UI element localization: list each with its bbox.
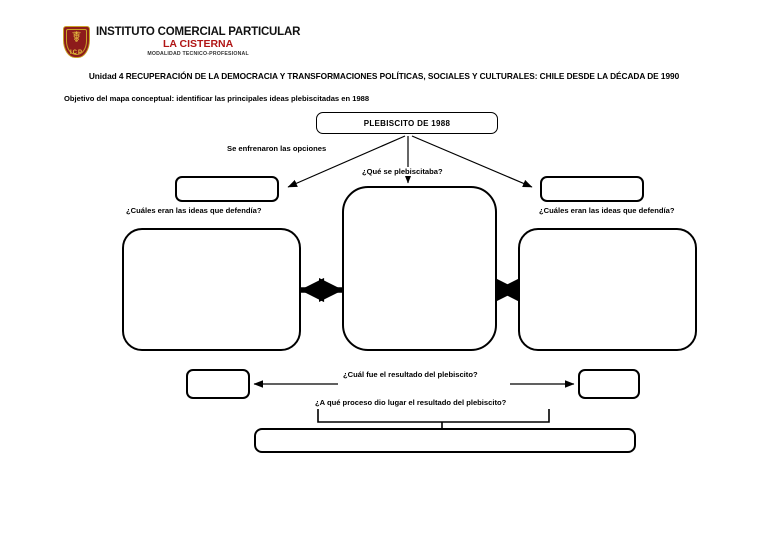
institution-modality: MODALIDAD TECNICO-PROFESIONAL (147, 51, 249, 57)
ideas-left-answer-box[interactable] (122, 228, 301, 351)
institution-name-campus: LA CISTERNA (163, 38, 234, 50)
label-resulting-process: ¿A qué proceso dio lugar el resultado de… (313, 398, 509, 407)
school-crest-logo: ☤ ICP (63, 26, 90, 58)
label-options-confronted: Se enfrenaron las opciones (225, 144, 329, 153)
institution-name-block: INSTITUTO COMERCIAL PARTICULAR LA CISTER… (96, 25, 300, 58)
root-concept-box[interactable]: PLEBISCITO DE 1988 (316, 112, 498, 134)
result-right-answer-box[interactable] (578, 369, 640, 399)
crest-inner-border (66, 29, 87, 55)
label-ideas-left: ¿Cuáles eran las ideas que defendía? (124, 206, 264, 215)
caduceus-icon: ☤ (71, 29, 82, 46)
center-topic-answer-box[interactable] (342, 186, 497, 351)
option-right-answer-box[interactable] (540, 176, 644, 202)
process-outcome-answer-box[interactable] (254, 428, 636, 453)
label-plebiscite-result: ¿Cuál fue el resultado del plebiscito? (341, 370, 480, 379)
ideas-right-answer-box[interactable] (518, 228, 697, 351)
objective-statement: Objetivo del mapa conceptual: identifica… (64, 94, 370, 103)
result-left-answer-box[interactable] (186, 369, 250, 399)
root-concept-label: PLEBISCITO DE 1988 (363, 118, 451, 128)
label-what-was-voted: ¿Qué se plebiscitaba? (360, 167, 445, 176)
bracket-process-to-bottom-box (317, 409, 550, 428)
arrow-root-to-right-option (411, 135, 533, 188)
crest-monogram: ICP (69, 50, 83, 56)
institution-letterhead: ☤ ICP INSTITUTO COMERCIAL PARTICULAR LA … (63, 25, 323, 65)
option-left-answer-box[interactable] (175, 176, 279, 202)
unit-title: Unidad 4 RECUPERACIÓN DE LA DEMOCRACIA Y… (88, 71, 680, 81)
institution-name-primary: INSTITUTO COMERCIAL PARTICULAR (96, 26, 301, 38)
label-ideas-right: ¿Cuáles eran las ideas que defendía? (537, 206, 677, 215)
